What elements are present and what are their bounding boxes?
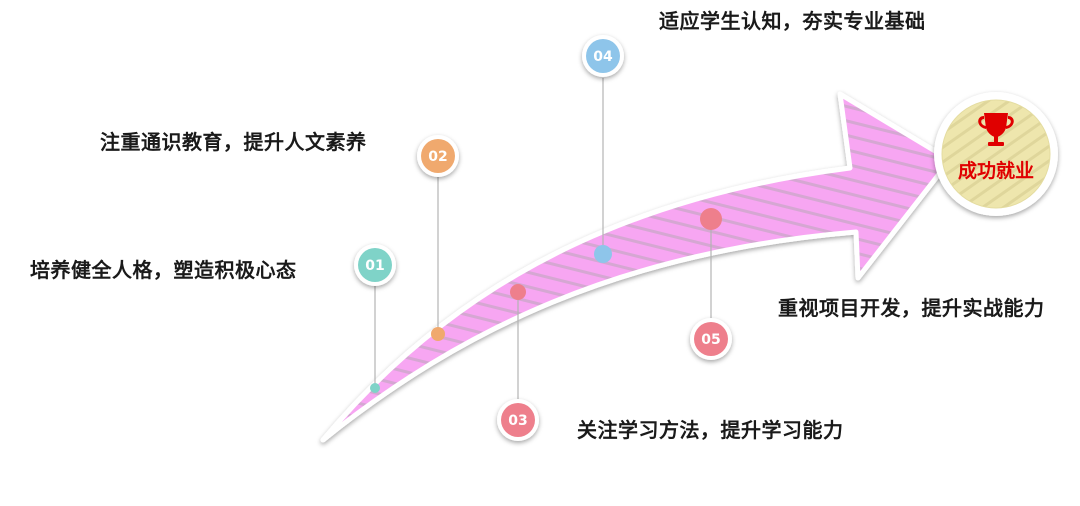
step-4-dot (594, 245, 612, 263)
step-3-badge: 03 (497, 399, 539, 441)
step-5-label: 重视项目开发，提升实战能力 (778, 296, 1045, 320)
step-5-dot (700, 208, 722, 230)
step-5-badge: 05 (690, 318, 732, 360)
step-3-number: 03 (508, 413, 527, 429)
arrow-shape (320, 91, 953, 443)
step-2-number: 02 (428, 149, 447, 165)
step-1-number: 01 (365, 258, 384, 274)
step-4-badge: 04 (582, 35, 624, 77)
goal-badge: 成功就业 (934, 92, 1058, 216)
step-1-label: 培养健全人格，塑造积极心态 (30, 258, 297, 282)
step-2-dot (431, 327, 445, 341)
step-4-label: 适应学生认知，夯实专业基础 (659, 9, 926, 33)
goal-label: 成功就业 (958, 159, 1034, 182)
trophy-icon (978, 113, 1014, 146)
step-4-number: 04 (593, 49, 613, 65)
step-3-label: 关注学习方法，提升学习能力 (577, 418, 844, 442)
step-1-badge: 01 (354, 244, 396, 286)
connector-lines (374, 78, 712, 400)
step-2-badge: 02 (417, 135, 459, 177)
step-1-dot (370, 383, 380, 393)
arrow-dots (370, 208, 722, 393)
step-2-label: 注重通识教育，提升人文素养 (100, 130, 367, 154)
step-5-number: 05 (701, 332, 720, 348)
step-3-dot (510, 284, 526, 300)
